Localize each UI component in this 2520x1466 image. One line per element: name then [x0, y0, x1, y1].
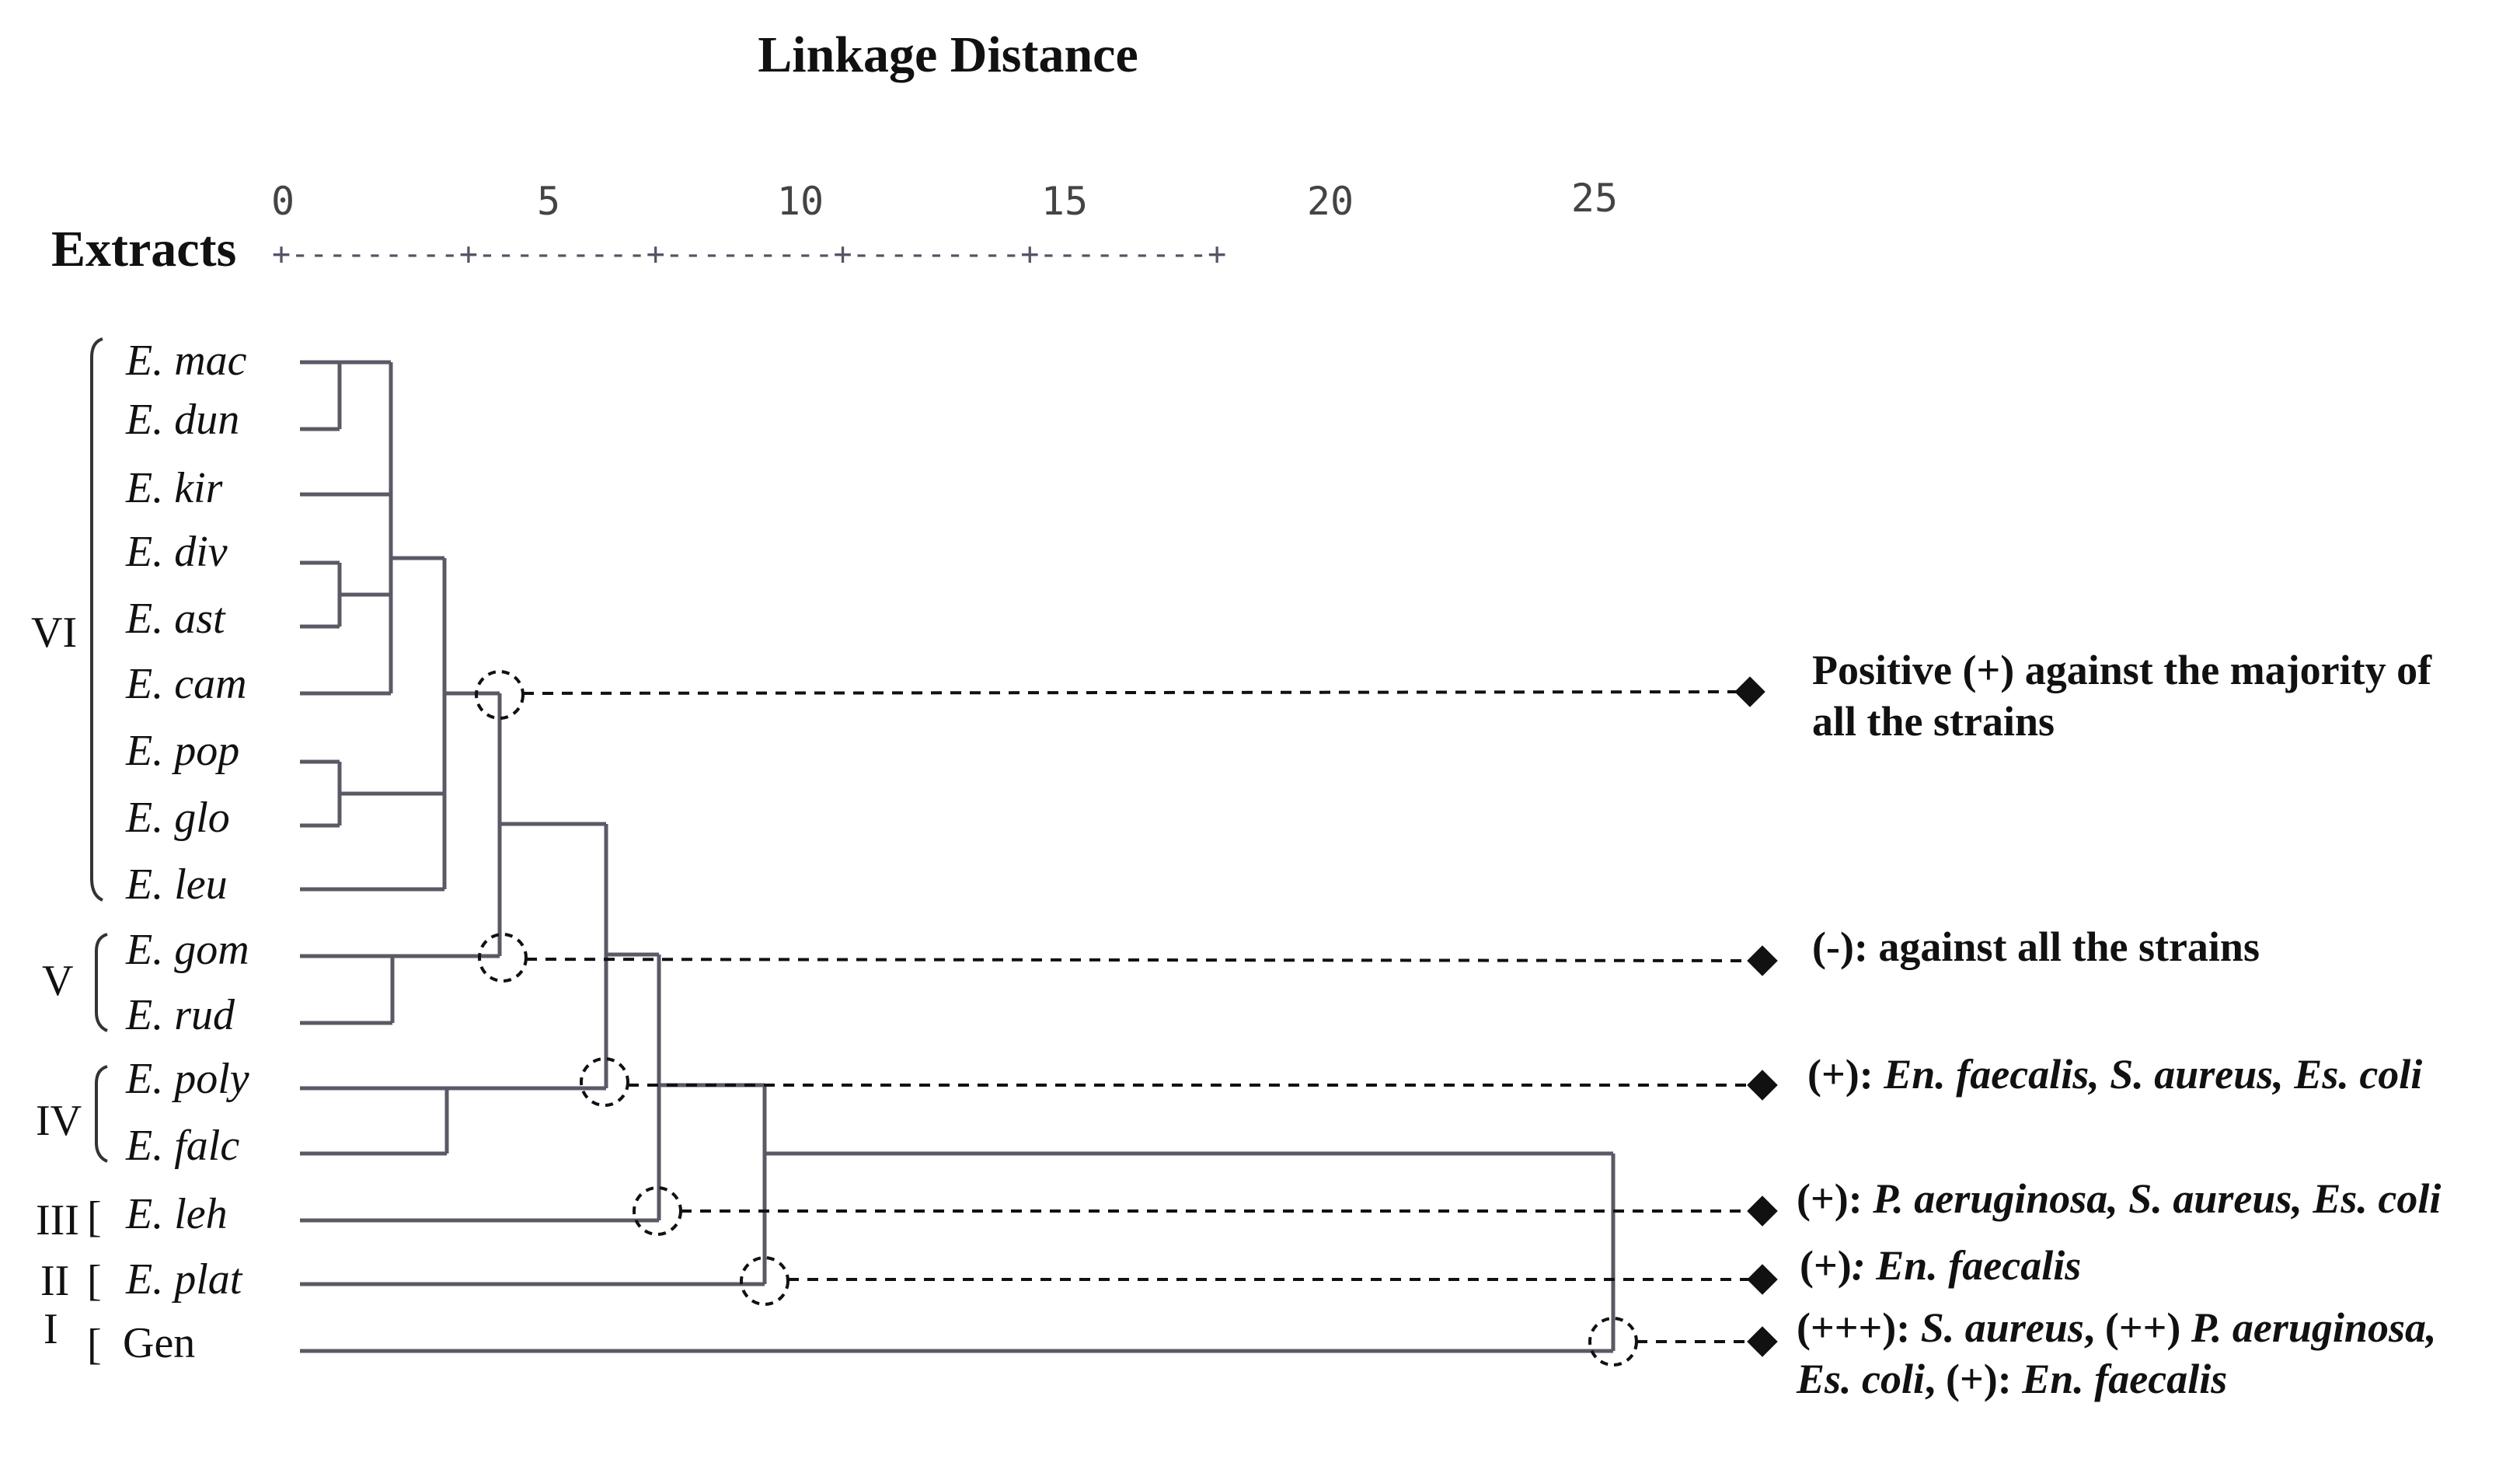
dendrogram-branch — [300, 952, 661, 1223]
group-bracket-i: [ — [87, 1321, 102, 1369]
axis-dashed-rule: +---------+---------+---------+---------… — [272, 236, 1226, 272]
annotation-text-segment: Es. coli — [1796, 1356, 1925, 1402]
diamond-marker — [1747, 1326, 1778, 1357]
diamond-marker — [1747, 1195, 1778, 1227]
annotation-text-segment: (+): — [1807, 1051, 1884, 1098]
annotation-text-segment: P. aeruginosa, — [2191, 1304, 2437, 1351]
axis-tick-label: 10 — [777, 179, 824, 224]
leaf-label: E. falc — [125, 1122, 239, 1170]
annotation-text: (+++): S. aureus, (++) P. aeruginosa, Es.… — [1796, 1304, 2436, 1402]
diamond-marker — [1747, 1070, 1778, 1101]
diamond-marker — [1734, 676, 1765, 707]
dendrogram-branch — [300, 560, 342, 629]
annotation-text-segment: (+) — [1800, 1242, 1852, 1289]
leaf-label: E. glo — [125, 794, 230, 842]
annotation-text-segment: En. faecalis — [2021, 1356, 2227, 1402]
diamond-marker — [1747, 945, 1778, 976]
axis-tick-label: 25 — [1571, 176, 1618, 221]
annotation-text-segment: (+): — [1797, 1175, 1873, 1222]
dendrogram-tree — [300, 360, 1616, 1353]
leaf-label: E. div — [125, 528, 228, 576]
leaf-label: E. plat — [125, 1255, 243, 1304]
annotation-texts: Positive (+) against the majority of all … — [1796, 647, 2441, 1402]
leaf-label: E. gom — [125, 926, 249, 974]
leaf-labels: E. mac E. dun E. kir E. div E. ast E. ca… — [123, 337, 249, 1367]
dendrogram-branch — [300, 1083, 767, 1286]
group-bracket-v — [95, 933, 108, 1032]
dendrogram-branch — [300, 360, 393, 696]
leaf-label: E. mac — [125, 337, 247, 385]
group-labels: VI V IV III II I — [31, 609, 82, 1353]
linkage-axis: Extracts 0 5 10 15 20 25 +---------+----… — [51, 176, 1618, 277]
node-marker — [580, 1057, 629, 1107]
annotation-text: (-): against all the strains — [1812, 923, 2260, 970]
annotation-leaders — [475, 670, 1778, 1367]
dendrogram-branch — [300, 556, 447, 892]
group-bracket-vi — [90, 337, 103, 902]
axis-tick-label: 0 — [271, 179, 295, 224]
annotation-text: Positive (+) against the majority of all … — [1812, 647, 2432, 745]
annotation-text-segment: S. aureus — [1921, 1304, 2084, 1351]
diamond-marker — [1747, 1264, 1778, 1295]
leaf-label: E. pop — [125, 727, 239, 775]
leaf-label: E. rud — [125, 991, 235, 1039]
dendrogram-branch — [300, 1151, 1616, 1353]
annotation-text-segment: (+++): — [1797, 1304, 1921, 1351]
group-label-iv: IV — [36, 1097, 82, 1145]
axis-tick-label: 20 — [1307, 179, 1354, 224]
axis-tick-label: 5 — [537, 179, 560, 224]
leaf-label: E. kir — [125, 464, 223, 512]
leaf-label: Gen — [123, 1319, 195, 1367]
annotation-text-segment: , (+): — [1925, 1356, 2022, 1402]
group-label-iii: III — [36, 1196, 79, 1244]
dashed-leader — [525, 958, 1754, 962]
dashed-leader — [522, 690, 1741, 695]
node-marker — [475, 670, 525, 720]
leaf-label: E. leh — [125, 1190, 228, 1238]
group-bracket-iii: [ — [87, 1193, 102, 1241]
node-marker — [478, 933, 528, 983]
leaf-label: E. dun — [125, 396, 239, 444]
dendrogram-branch — [500, 822, 608, 1088]
leaf-label: E. cam — [125, 660, 247, 708]
annotation-text-segment: En. faecalis, S. aureus, Es. coli — [1883, 1051, 2422, 1098]
annotation-text-segment: all the strains — [1812, 698, 2055, 745]
dendrogram-branch — [300, 759, 342, 828]
annotation-text-segment: , (++) — [2084, 1304, 2191, 1351]
figure-title: Linkage Distance — [758, 26, 1138, 83]
extracts-label: Extracts — [51, 221, 236, 277]
dendrogram-branch — [444, 691, 502, 956]
dendrogram-branch — [300, 360, 342, 431]
group-label-ii: II — [40, 1257, 69, 1305]
leaf-label: E. leu — [125, 860, 228, 909]
group-label-v: V — [42, 957, 73, 1005]
axis-tick-label: 15 — [1041, 179, 1088, 224]
group-bracket-ii: [ — [87, 1257, 102, 1305]
annotation-text-segment: : En. faecalis — [1852, 1242, 2081, 1289]
annotation-text: (+): En. faecalis — [1800, 1242, 2081, 1289]
dendrogram-branch — [300, 1086, 606, 1156]
leaf-label: E. poly — [125, 1055, 249, 1103]
annotation-text-segment: P. aeruginosa, S. aureus, Es. coli — [1872, 1175, 2441, 1222]
annotation-text: (+): P. aeruginosa, S. aureus, Es. coli — [1797, 1175, 2441, 1222]
annotation-text: (+): En. faecalis, S. aureus, Es. coli — [1807, 1051, 2422, 1098]
group-brackets: [ [ [ — [87, 337, 108, 1369]
dendrogram-branch — [300, 954, 500, 1025]
group-label-vi: VI — [31, 609, 77, 657]
group-label-i: I — [44, 1305, 58, 1353]
annotation-text-segment: (-): against all the strains — [1812, 923, 2260, 970]
annotation-text-segment: Positive (+) against the majority of — [1812, 647, 2432, 693]
leaf-label: E. ast — [125, 595, 226, 643]
group-bracket-iv — [95, 1065, 108, 1163]
